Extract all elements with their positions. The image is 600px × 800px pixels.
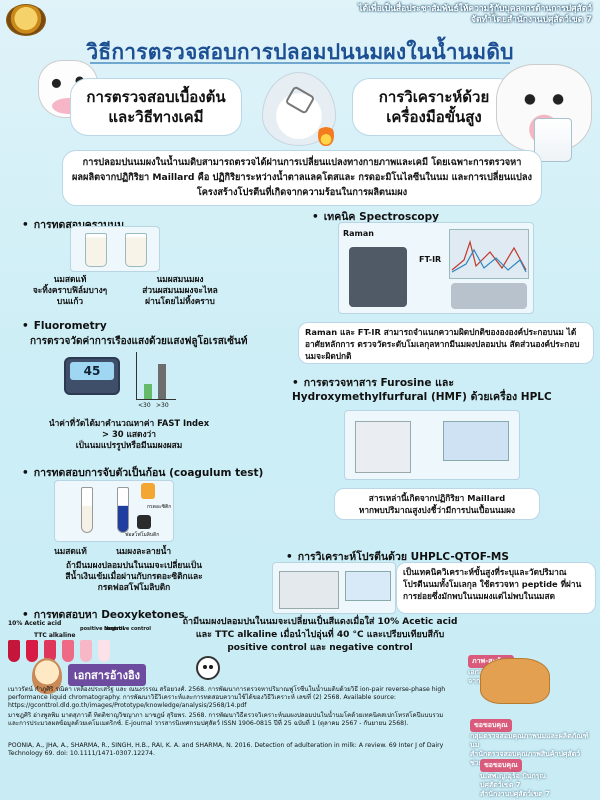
fluorometry-caption: นำค่าที่วัดได้มาคำนวณหาค่า FAST Index > …	[48, 418, 210, 450]
spectrum-plot	[451, 239, 527, 273]
glass-mixed-milk	[125, 233, 147, 267]
credit-2-line-2: สำนักตรวจสอบคุณภาพสินค้าปศุสัตว์	[470, 750, 581, 758]
section-spectroscopy-title: เทคนิค Spectroscopy	[312, 208, 439, 225]
header-line-1: ได้เพื่อเป็นสื่อประชาสัมพันธ์ให้ความรู้ก…	[358, 4, 592, 14]
tube-sample-1	[8, 640, 20, 662]
deoxyketone-tube-row	[8, 640, 158, 662]
header-line-2: จัดทำโดยสำนักงานปศุสัตว์เขต 7	[471, 15, 592, 25]
credit-2-line-1: กลุ่มตรวจสอบคุณภาพนมและผลิตภัณฑ์นม	[470, 732, 589, 749]
section-coagulum-title: การทดสอบการจับตัวเป็นก้อน (coagulum test…	[22, 464, 264, 481]
tube-sample-2	[26, 640, 38, 662]
tube-sample-6	[98, 640, 110, 662]
basic-methods-label: การตรวจสอบเบื้องต้น และวิธีทางเคมี	[86, 88, 226, 126]
spectrum-screen	[449, 229, 529, 279]
hplc-instrument	[355, 421, 411, 473]
reagent-label-acetic: กรดอะซิติก	[147, 504, 172, 510]
tag-negative-control: Negative control	[104, 626, 151, 632]
advanced-methods-label: การวิเคราะห์ด้วย เครื่องมือขั้นสูง	[378, 88, 490, 126]
mascot-character	[32, 658, 62, 694]
tube-powder-milk	[117, 487, 129, 533]
fluorometer-readout: 45	[70, 362, 114, 380]
title-underline	[90, 62, 510, 64]
uhplc-monitor	[345, 571, 391, 601]
reference-3: POONIA, A., JHA, A., SHARMA, R., SINGH, …	[8, 742, 444, 758]
tag-acetic-acid: 10% Acetic acid	[8, 620, 62, 627]
coagulum-image-panel: กรดอะซิติก ฟอสโฟโมลิบดิก	[54, 480, 174, 542]
spectroscopy-caption: Raman และ FT-IR สามารถจำแนกความผิดปกติขอ…	[298, 322, 594, 364]
advanced-instrument-box: การวิเคราะห์ด้วย เครื่องมือขั้นสูง	[352, 78, 516, 136]
hplc-image-panel	[344, 410, 520, 480]
tube-sample-3	[44, 640, 56, 662]
glass-real-milk	[85, 233, 107, 267]
reagent-bottle-1	[141, 483, 155, 499]
cat-illustration	[480, 658, 550, 704]
tube-sample-5	[80, 640, 92, 662]
credit-3-line-3: สำนักงานปศุสัตว์เขต 7	[480, 790, 551, 798]
tag-positive-control: positive control	[80, 626, 125, 632]
credit-3-line-1: น.สพ.ญ.อุร้อ ปันกรุณ	[480, 772, 546, 780]
panda-icon	[196, 656, 220, 680]
fast-index-bar-high	[158, 364, 166, 399]
deoxyketones-caption: ถ้ามีนมผงปลอมปนในนมจะเปลี่ยนเป็นสีแดงเมื…	[182, 617, 458, 653]
references-heading: เอกสารอ้างอิง	[68, 664, 146, 686]
intro-box: การปลอมปนนมผงในน้ำนมดิบสามารถตรวจได้ผ่าน…	[62, 150, 542, 206]
hplc-caption: สารเหล่านี้เกิดจากปฏิกิริยา Maillard หาก…	[334, 488, 540, 520]
section-hplc-title: การตรวจหาสาร Furosine และ Hydroxymethylf…	[292, 376, 592, 404]
tag-ttc-alkaline: TTC alkaline	[34, 632, 76, 639]
ftir-instrument	[451, 283, 527, 309]
glass-image-panel	[70, 226, 160, 272]
header-text: ได้เพื่อเป็นสื่อประชาสัมพันธ์ให้ความรู้ก…	[262, 4, 592, 26]
credit-3-line-2: ปศุสัตว์เขต 7	[480, 781, 521, 789]
uhplc-image-panel	[272, 562, 396, 614]
credit-3-label: ขอขอบคุณ	[480, 759, 522, 772]
tube-real-milk	[81, 487, 93, 533]
fast-index-bar-low	[144, 384, 152, 399]
caption-real-milk: นมสดแท้ จะทิ้งคราบฟิล์มบางๆ บนแก้ว	[32, 274, 108, 306]
coagulum-caption: ถ้ามีนมผงปลอมปนในนมจะเปลี่ยนเป็น สีน้ำเง…	[65, 560, 203, 592]
reference-1: เนาวรัตน์ กำภูศิริ รณิดา เหลืองประเสริฐ …	[8, 686, 446, 710]
raman-label: Raman	[343, 229, 374, 238]
uhplc-instrument	[279, 571, 339, 609]
hplc-monitor	[443, 421, 509, 461]
tube-sample-4	[62, 640, 74, 662]
label-real-milk: นมสดแท้	[54, 546, 87, 556]
caption-mixed-milk: นมผสมนมผง ส่วนผสมนมผงจะไหล ผ่านโดยไม่ทิ้…	[142, 274, 218, 306]
basic-chemical-methods-box: การตรวจสอบเบื้องต้น และวิธีทางเคมี	[70, 78, 242, 136]
section-fluorometry-title: Fluorometry	[22, 320, 107, 332]
section-deoxyketones-title: การทดสอบหา Deoxyketones	[22, 606, 185, 623]
flame-icon	[318, 124, 334, 146]
uhplc-caption: เป็นเทคนิควิเคราะห์ขั้นสูงที่ระบุและวัดป…	[396, 562, 596, 614]
fast-index-chart	[136, 352, 176, 400]
milk-glass-icon	[534, 118, 572, 162]
section-uhplc-title: การวิเคราะห์โปรตีนด้วย UHPLC-QTOF-MS	[286, 548, 509, 565]
bar-label-high: >30	[156, 402, 169, 409]
ftir-label: FT-IR	[419, 255, 442, 264]
credit-2-label: ขอขอบคุณ	[470, 719, 512, 732]
credit-block-3: ขอขอบคุณ น.สพ.ญ.อุร้อ ปันกรุณ ปศุสัตว์เข…	[480, 752, 596, 799]
raman-instrument	[349, 247, 407, 307]
label-powder-milk: นมผงละลายน้ำ	[116, 546, 172, 556]
reference-2: มาชฎศิริ อ่างพูลพิม มาดสุภาวดี ทิตติชาญว…	[8, 712, 444, 728]
fluorometry-subtitle: การตรวจวัดค่าการเรืองแสงด้วยแสงฟลูโอเรสเ…	[30, 336, 248, 347]
reagent-bottle-2	[137, 515, 151, 529]
reagent-label-phospho: ฟอสโฟโมลิบดิก	[125, 532, 160, 538]
spectroscopy-image-panel: Raman FT-IR	[338, 222, 534, 314]
bar-label-low: <30	[138, 402, 151, 409]
department-logo	[6, 4, 46, 36]
page-title: วิธีการตรวจสอบการปลอมปนนมผงในน้ำนมดิบ	[86, 40, 514, 64]
